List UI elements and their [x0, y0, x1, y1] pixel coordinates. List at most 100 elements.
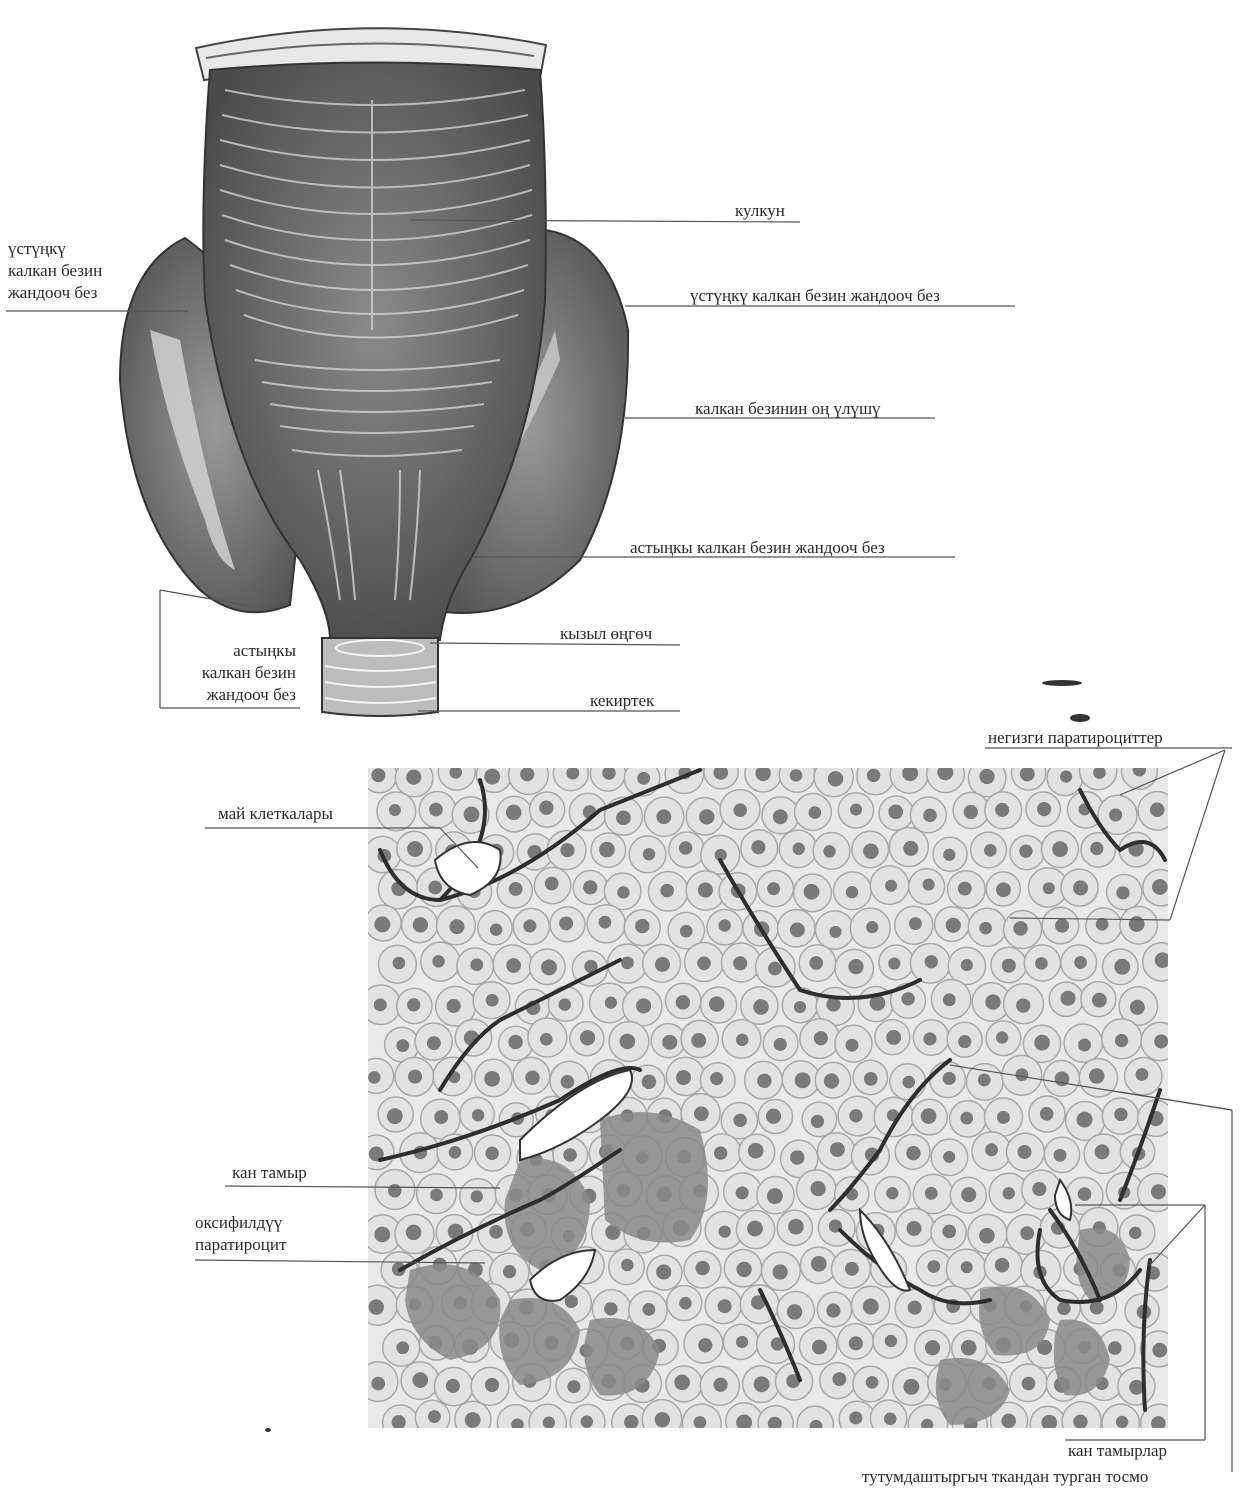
cell-nucleus — [511, 1418, 524, 1431]
cell-nucleus — [787, 1304, 802, 1319]
label-line: жандооч без — [160, 684, 296, 706]
cell-nucleus — [1130, 1000, 1145, 1015]
cell-nucleus — [1150, 803, 1165, 818]
cell-nucleus — [1054, 1149, 1067, 1162]
cell-nucleus — [811, 1115, 824, 1128]
cell-nucleus — [1043, 882, 1055, 894]
cell-nucleus — [1016, 998, 1030, 1012]
cell-nucleus — [809, 806, 822, 819]
cell-nucleus — [1116, 886, 1129, 899]
cell-nucleus — [886, 1030, 901, 1045]
cell-nucleus — [506, 805, 522, 821]
cell-nucleus — [979, 922, 992, 935]
cell-nucleus — [406, 770, 421, 785]
cell-nucleus — [371, 768, 385, 782]
cell-nucleus — [1001, 1414, 1016, 1429]
cell-nucleus — [846, 886, 858, 898]
cell-nucleus — [718, 1299, 732, 1313]
cell-nucleus — [539, 800, 553, 814]
cell-nucleus — [506, 958, 521, 973]
cell-nucleus — [958, 882, 972, 896]
cell-nucleus — [943, 1151, 955, 1163]
cell-nucleus — [979, 769, 994, 784]
cell-nucleus — [1060, 771, 1072, 783]
cell-nucleus — [1151, 1184, 1166, 1199]
cell-nucleus — [656, 1264, 671, 1279]
cell-nucleus — [766, 1109, 781, 1124]
cell-nucleus — [464, 807, 480, 823]
cell-nucleus — [503, 1265, 516, 1278]
cell-nucleus — [698, 882, 713, 897]
cell-nucleus — [581, 1416, 593, 1428]
cell-nucleus — [449, 1146, 462, 1159]
cell-nucleus — [540, 1033, 553, 1046]
cell-nucleus — [616, 810, 631, 825]
cell-nucleus — [1037, 802, 1051, 816]
cell-nucleus — [1129, 1227, 1141, 1239]
label-line: паратироцит — [195, 1234, 345, 1256]
cell-nucleus — [710, 1072, 723, 1085]
cell-nucleus — [923, 878, 935, 890]
cell-nucleus — [943, 993, 956, 1006]
cell-nucleus — [736, 1186, 749, 1199]
cell-nucleus — [788, 1219, 804, 1235]
cell-nucleus — [1035, 957, 1048, 970]
cell-nucleus — [1074, 956, 1087, 969]
cell-nucleus — [736, 1262, 751, 1277]
cell-nucleus — [525, 1070, 539, 1084]
cell-nucleus — [389, 804, 401, 816]
cell-nucleus — [960, 1112, 973, 1125]
cell-nucleus — [961, 1340, 977, 1356]
cell-nucleus — [826, 1304, 840, 1318]
cell-nucleus — [1018, 1145, 1032, 1159]
cell-nucleus — [984, 844, 997, 857]
cell-nucleus — [946, 918, 961, 933]
cell-nucleus — [849, 1411, 862, 1424]
label-line: астыңкы — [160, 640, 296, 662]
cell-nucleus — [602, 766, 615, 779]
cell-nucleus — [679, 841, 692, 854]
label-trachea: кекиртек — [590, 690, 654, 712]
label-kulkun: кулкун — [735, 200, 785, 222]
cell-nucleus — [867, 769, 880, 782]
cell-nucleus — [828, 771, 843, 786]
cell-nucleus — [1152, 1343, 1167, 1358]
cell-nucleus — [408, 1070, 422, 1084]
cell-nucleus — [961, 1187, 976, 1202]
cell-nucleus — [812, 1340, 827, 1355]
cell-nucleus — [824, 1073, 839, 1088]
label-chief-cells: негизги паратироциттер — [988, 727, 1163, 749]
cell-nucleus — [1073, 880, 1088, 895]
cell-nucleus — [698, 1338, 712, 1352]
cell-nucleus — [903, 1379, 919, 1395]
cell-nucleus — [637, 772, 650, 785]
cell-nucleus — [428, 1410, 441, 1423]
cell-nucleus — [563, 1148, 576, 1161]
cell-nucleus — [925, 1187, 938, 1200]
label-esophagus: кызыл өңгөч — [560, 623, 652, 645]
cell-nucleus — [1136, 1068, 1149, 1081]
cell-nucleus — [387, 1108, 403, 1124]
cell-nucleus — [432, 955, 444, 967]
cell-nucleus — [470, 958, 483, 971]
cell-nucleus — [885, 880, 897, 892]
cell-nucleus — [751, 840, 765, 854]
cell-nucleus — [885, 1335, 897, 1347]
cell-nucleus — [388, 1184, 401, 1197]
cell-nucleus — [374, 916, 390, 932]
cell-nucleus — [396, 1341, 409, 1354]
cell-nucleus — [1095, 1144, 1110, 1159]
label-fat-cells: май клеткалары — [218, 803, 333, 825]
cell-nucleus — [996, 882, 1011, 897]
cell-nucleus — [832, 1372, 846, 1386]
cell-nucleus — [943, 1072, 956, 1085]
cell-nucleus — [961, 1261, 973, 1273]
cell-nucleus — [1022, 1377, 1036, 1391]
cell-nucleus — [718, 919, 730, 931]
cell-nucleus — [371, 1377, 385, 1391]
cell-nucleus — [923, 1032, 936, 1045]
cell-nucleus — [620, 1034, 636, 1050]
cell-nucleus — [1034, 1035, 1050, 1051]
cell-nucleus — [635, 919, 649, 933]
cell-nucleus — [1015, 1068, 1028, 1081]
